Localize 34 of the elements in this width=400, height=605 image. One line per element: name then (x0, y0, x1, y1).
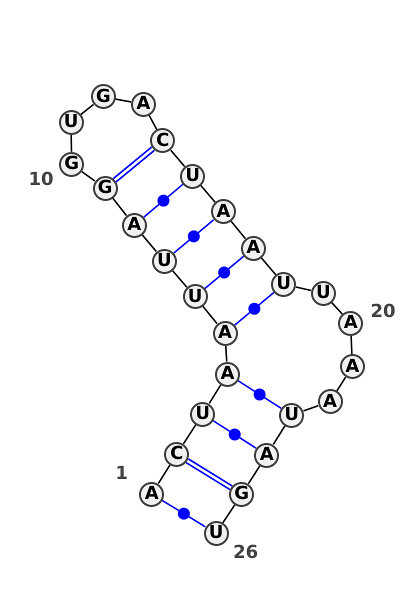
position-number: 20 (370, 303, 396, 321)
position-number: 10 (28, 171, 54, 189)
backbone-line (115, 98, 132, 103)
backbone-line (158, 464, 171, 484)
base-pair-line (143, 183, 184, 218)
backbone-line (208, 384, 222, 404)
backbone-line (172, 270, 188, 288)
backbone-line (148, 114, 158, 130)
backbone-line (70, 134, 72, 152)
base-pair-line (186, 458, 233, 490)
backbone-line (303, 405, 318, 412)
base-pair-line (204, 256, 244, 290)
backbone-line (182, 424, 197, 444)
backbone-line (296, 286, 312, 292)
base-pair-line (112, 146, 155, 183)
backbone-line (331, 302, 343, 315)
base-pair-line (173, 219, 214, 254)
position-number: 26 (233, 544, 258, 562)
backbone-line (336, 376, 346, 392)
backbone-line (272, 425, 286, 445)
base-pair-line (234, 292, 275, 326)
backbone-line (260, 257, 276, 276)
backbone-line (202, 306, 218, 324)
backbone-line (142, 234, 157, 252)
backbone-line (350, 336, 353, 354)
backbone-line (170, 150, 186, 167)
backbone-line (80, 104, 94, 116)
backbone-line (224, 346, 228, 362)
backbone-line (222, 504, 236, 524)
backbone-line (248, 465, 261, 484)
backbone-line (230, 220, 246, 240)
position-number: 1 (115, 465, 128, 484)
backbone-line (200, 184, 216, 203)
backbone-line (81, 170, 96, 182)
